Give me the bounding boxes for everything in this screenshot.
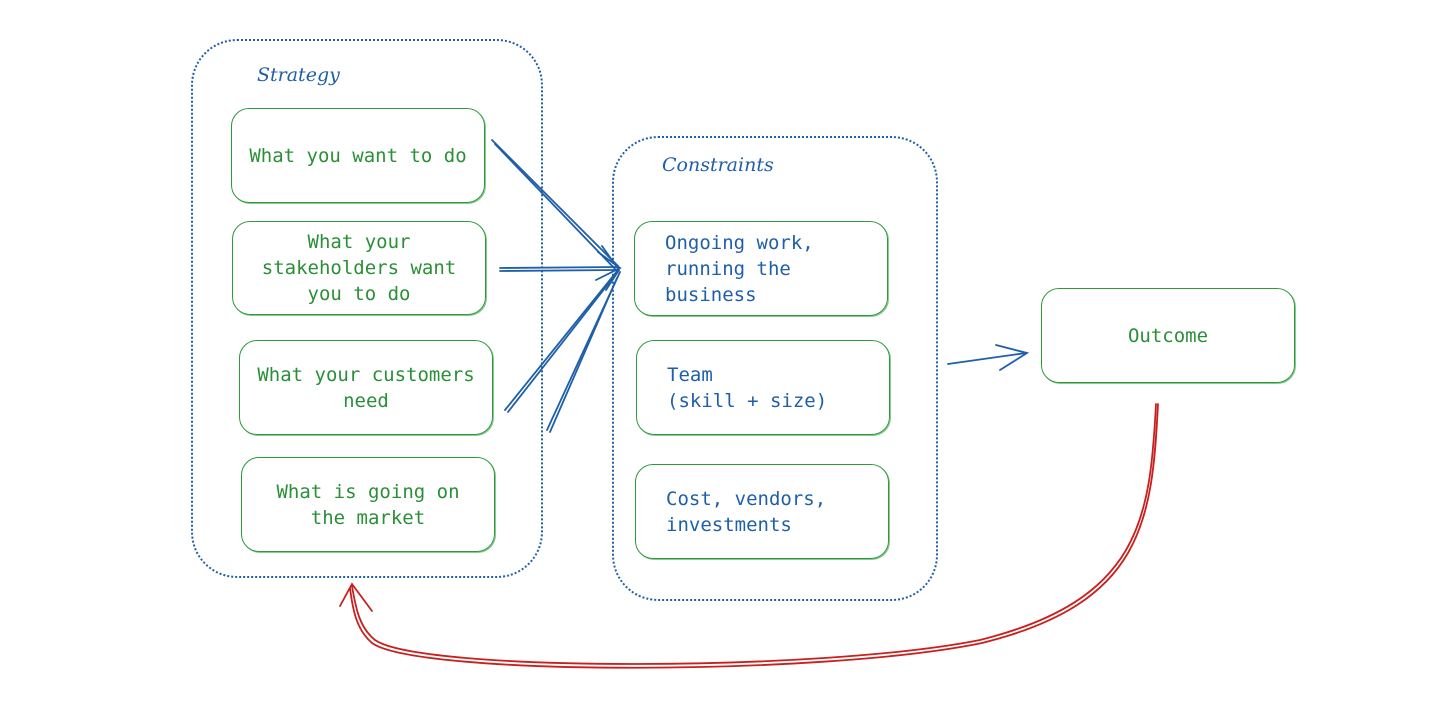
strategy-item-market: What is going on the market bbox=[241, 457, 495, 552]
constraint-item-ongoing-work: Ongoing work, running the business bbox=[634, 221, 888, 316]
arrow-converge-head bbox=[595, 251, 622, 281]
arrow-want-to-constraints bbox=[491, 139, 619, 267]
arrow-want-to-constraints-sketch bbox=[494, 143, 617, 271]
arrow-converge-head-sketch bbox=[601, 245, 621, 291]
arrow-stakeholders-to-constraints bbox=[499, 266, 619, 269]
arrow-constraints-to-outcome bbox=[947, 352, 1027, 365]
strategy-item-stakeholders: What your stakeholders want you to do bbox=[232, 221, 486, 315]
arrow-constraints-to-outcome-head bbox=[995, 344, 1030, 371]
arrow-feedback-outcome-to-strategy bbox=[351, 403, 1157, 665]
strategy-item-want: What you want to do bbox=[231, 108, 485, 203]
arrow-customers-to-constraints-sketch bbox=[507, 273, 617, 413]
arrow-stakeholders-to-constraints-sketch bbox=[499, 269, 617, 272]
outcome-node: Outcome bbox=[1041, 288, 1295, 383]
arrow-feedback-head bbox=[339, 582, 373, 612]
arrow-market-to-constraints-sketch bbox=[549, 277, 618, 433]
strategy-group bbox=[191, 39, 543, 578]
strategy-item-customers: What your customers need bbox=[239, 340, 493, 435]
arrow-feedback-outcome-to-strategy-sketch bbox=[349, 403, 1159, 669]
strategy-title: Strategy bbox=[257, 64, 340, 86]
constraints-title: Constraints bbox=[662, 154, 774, 176]
constraint-item-cost: Cost, vendors, investments bbox=[635, 464, 889, 559]
constraint-item-team: Team (skill + size) bbox=[636, 340, 890, 435]
constraints-group bbox=[612, 136, 938, 601]
arrow-customers-to-constraints bbox=[504, 269, 619, 411]
